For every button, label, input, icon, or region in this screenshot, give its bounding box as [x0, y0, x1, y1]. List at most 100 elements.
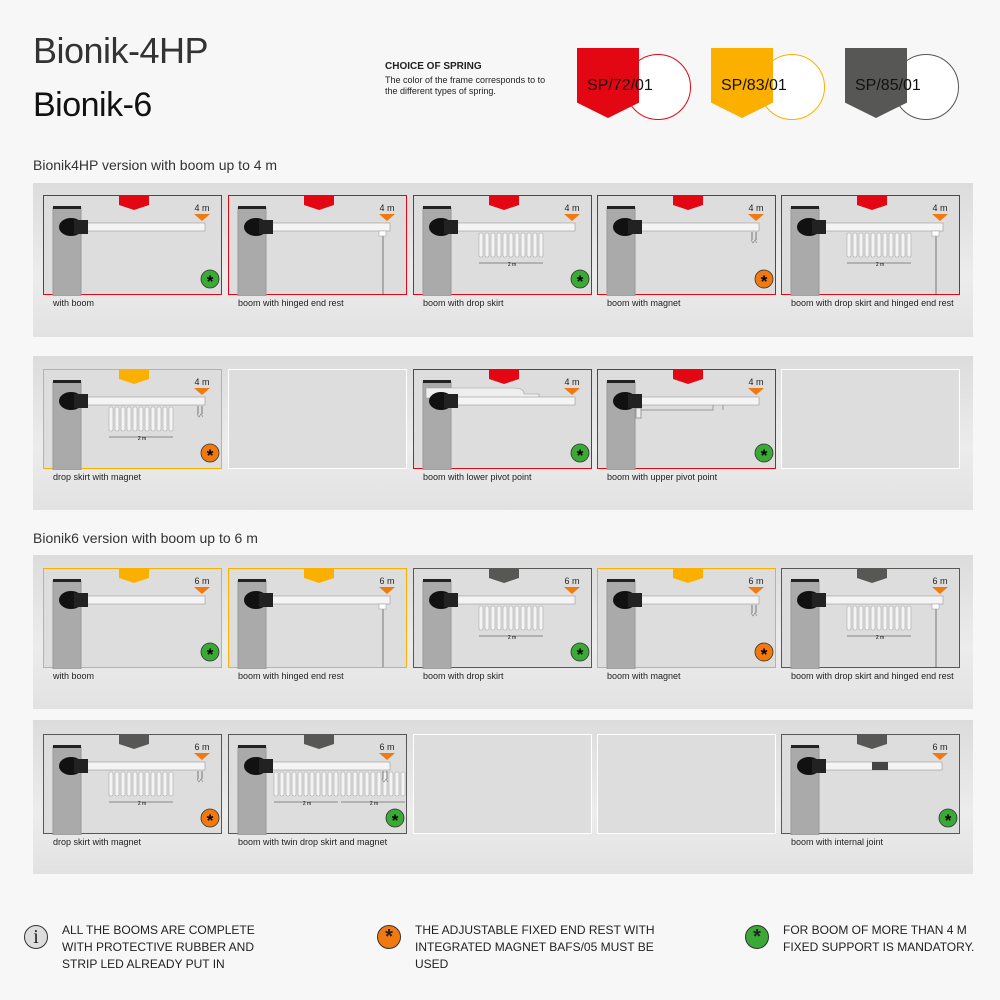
green-asterisk-icon: * — [938, 808, 958, 830]
spring-code: SP/72/01 — [587, 77, 653, 94]
spring-code: SP/83/01 — [721, 77, 787, 94]
config-label: with boom — [53, 671, 95, 681]
magnet-icon — [750, 605, 758, 617]
orange-asterisk-icon: * — [754, 269, 774, 291]
info-icon: i — [24, 925, 48, 949]
boom — [637, 595, 760, 605]
skirt-length: 2 m — [138, 436, 146, 442]
boom — [268, 761, 391, 771]
spring-sp83: SP/83/01 — [711, 48, 831, 128]
config-label: boom with upper pivot point — [607, 472, 718, 482]
spring-tag — [119, 735, 149, 749]
skirt-length: 2 m — [876, 635, 884, 641]
svg-text:*: * — [761, 272, 768, 291]
length-marker-icon — [379, 753, 395, 760]
boom — [637, 396, 760, 406]
length-marker-icon — [932, 753, 948, 760]
spring-tag — [489, 569, 519, 583]
orange-asterisk-icon: * — [377, 925, 401, 949]
boom-length: 6 m — [379, 742, 394, 752]
length-marker-icon — [932, 214, 948, 221]
config-label: boom with drop skirt — [423, 298, 504, 308]
magnet-icon — [381, 771, 389, 783]
svg-text:*: * — [577, 446, 584, 465]
svg-text:*: * — [577, 272, 584, 291]
config-label: boom with drop skirt and hinged end rest — [791, 671, 954, 681]
boom-length: 6 m — [194, 742, 209, 752]
skirt-length: 2 m — [138, 801, 146, 807]
spring-tag — [857, 569, 887, 583]
config-card-magnet: 4 m * — [597, 195, 776, 296]
length-marker-icon — [194, 753, 210, 760]
length-marker-icon — [748, 388, 764, 395]
config-card-upper-pivot: 4 m * — [597, 369, 776, 470]
config-card-hinged: 6 m — [228, 568, 407, 669]
skirt-length: 2 m — [508, 635, 516, 641]
config-card-magnet: 6 m* — [597, 568, 776, 669]
boom — [268, 222, 391, 232]
spring-tag — [119, 196, 149, 210]
magnet-icon — [196, 406, 204, 418]
boom-length: 4 m — [932, 203, 947, 213]
length-marker-icon — [748, 214, 764, 221]
orange-asterisk-icon: * — [200, 808, 220, 830]
config-label: boom with lower pivot point — [423, 472, 532, 482]
spring-tag — [119, 370, 149, 384]
length-marker-icon — [194, 388, 210, 395]
boom-length: 4 m — [564, 377, 579, 387]
svg-text:*: * — [207, 811, 214, 830]
spring-tag — [119, 569, 149, 583]
orange-asterisk-icon: * — [754, 642, 774, 664]
spring-tag — [304, 735, 334, 749]
boom-length: 4 m — [194, 203, 209, 213]
magnet-icon — [196, 771, 204, 783]
boom — [83, 761, 206, 771]
length-marker-icon — [194, 587, 210, 594]
spring-tag — [673, 370, 703, 384]
empty-slot — [413, 734, 592, 834]
boom-length: 6 m — [932, 576, 947, 586]
boom-length: 4 m — [564, 203, 579, 213]
skirt-length: 2 m — [876, 262, 884, 268]
config-card-boom: 6 m * — [43, 568, 222, 669]
green-asterisk-icon: * — [754, 443, 774, 465]
boom — [83, 222, 206, 232]
length-marker-icon — [564, 388, 580, 395]
green-asterisk-icon: * — [570, 443, 590, 465]
config-card-skirt-hinged: 4 m 2 m — [781, 195, 960, 296]
config-label: boom with hinged end rest — [238, 298, 344, 308]
green-asterisk-icon: * — [745, 925, 769, 949]
green-asterisk-icon: * — [570, 269, 590, 291]
skirt-length: 2 m — [370, 801, 378, 807]
boom-length: 4 m — [748, 203, 763, 213]
config-card-skirt-magnet: 4 m 2 m * — [43, 369, 222, 470]
boom-length: 6 m — [194, 576, 209, 586]
orange-asterisk-icon: * — [200, 443, 220, 465]
config-label: boom with twin drop skirt and magnet — [238, 837, 388, 847]
config-card-skirt-hinged: 6 m 2 m — [781, 568, 960, 669]
note-magnet: The adjustable fixed end rest with integ… — [415, 923, 655, 971]
boom — [268, 595, 391, 605]
spring-choice-heading: CHOICE OF SPRING — [385, 61, 482, 72]
boom — [637, 222, 760, 232]
boom — [453, 595, 576, 605]
boom-length: 4 m — [748, 377, 763, 387]
spring-tag — [857, 735, 887, 749]
config-card-boom: 4 m* — [43, 195, 222, 296]
empty-slot — [781, 369, 960, 469]
green-asterisk-icon: * — [570, 642, 590, 664]
boom — [821, 222, 944, 232]
svg-text:*: * — [392, 811, 399, 830]
boom-length: 6 m — [379, 576, 394, 586]
note-fixed-support: For boom of more than 4 m fixed support … — [783, 923, 975, 954]
boom — [821, 595, 944, 605]
boom-length: 4 m — [194, 377, 209, 387]
spring-tag — [304, 196, 334, 210]
config-label: boom with magnet — [607, 671, 681, 681]
green-asterisk-icon: * — [200, 642, 220, 664]
spring-sp85: SP/85/01 — [845, 48, 965, 128]
product-title-bionik-4hp: Bionik-4HP — [33, 30, 209, 71]
